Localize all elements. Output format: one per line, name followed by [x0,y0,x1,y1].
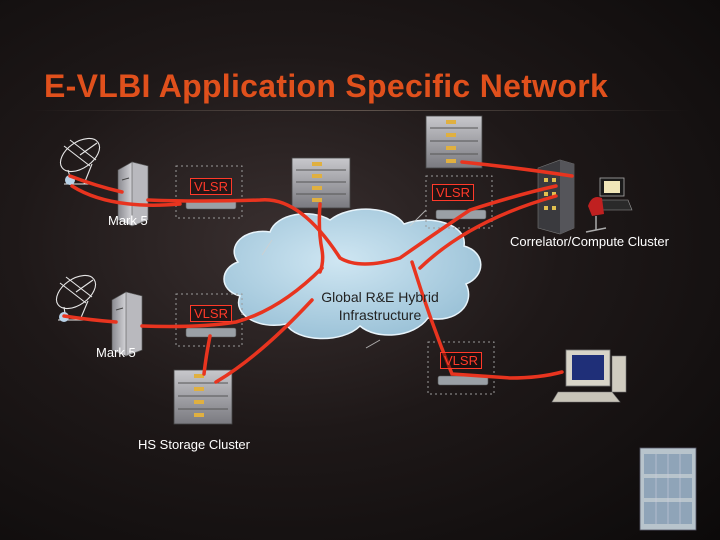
vlsr-label: VLSR [190,178,232,195]
data-paths [62,160,574,384]
equipment-rack-icon [639,447,697,531]
storage-cluster-label: HS Storage Cluster [138,437,250,452]
vlsr-label: VLSR [432,184,474,201]
mark5-label-bottom: Mark 5 [96,345,136,360]
server-rack-icon [425,115,483,169]
satellite-dish-icon [59,137,101,185]
title-divider [30,110,690,111]
vlsr-label: VLSR [190,305,232,322]
cloud-icon [223,208,482,340]
server-tower-icon [117,161,149,227]
correlator-label: Correlator/Compute Cluster [510,234,669,249]
server-rack-icon [291,157,351,209]
cloud-label: Global R&E Hybrid Infrastructure [300,288,460,324]
server-rack-icon [173,369,233,425]
workstation-icon [551,349,627,403]
mark5-label-top: Mark 5 [108,213,148,228]
server-tower-icon [111,291,143,357]
satellite-dish-icon [55,274,97,321]
slide-title: E-VLBI Application Specific Network [44,68,609,104]
cloud-label-line2: Infrastructure [338,307,422,323]
cloud-label-line1: Global R&E Hybrid [321,289,439,305]
vlsr-label: VLSR [440,352,482,369]
compute-cluster-icon [537,159,633,235]
